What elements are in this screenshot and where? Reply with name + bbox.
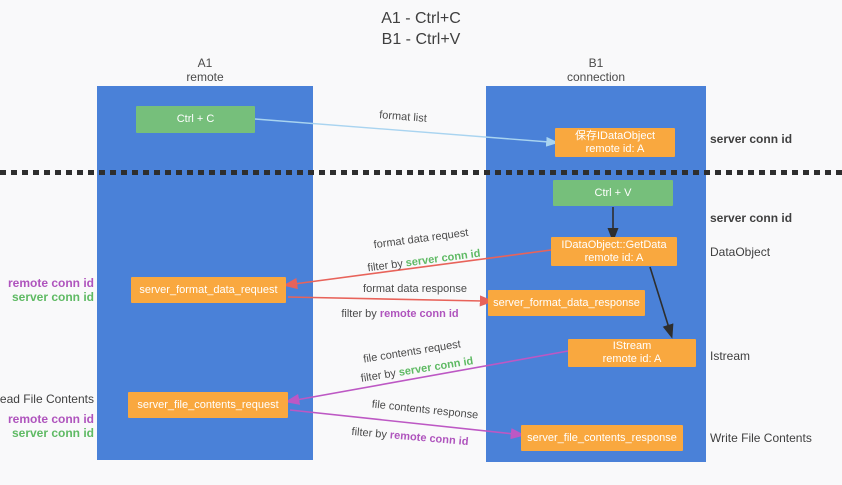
filter-by-text: filter by xyxy=(359,367,397,385)
arrow-format-data-response xyxy=(287,295,495,307)
lane-header-b1: B1 connection xyxy=(486,56,706,84)
node-server-format-data-request: server_format_data_request xyxy=(131,277,286,303)
node-idataobject-getdata: IDataObject::GetData remote id: A xyxy=(551,237,677,266)
filter-by-text: filter by xyxy=(341,308,377,320)
node-idataobject-getdata-line1: IDataObject::GetData xyxy=(561,238,667,251)
session-divider-dotted-line xyxy=(0,170,842,175)
title-line-2: B1 - Ctrl+V xyxy=(381,31,461,48)
title-line-1: A1 - Ctrl+C xyxy=(381,10,461,27)
server-conn-id-text: server conn id xyxy=(11,290,94,304)
node-server-file-contents-request-label: server_file_contents_request xyxy=(137,398,279,411)
node-istream-line1: IStream xyxy=(612,340,652,352)
node-istream-line2: remote id: A xyxy=(602,353,662,365)
lane-b1-name: B1 xyxy=(588,56,604,70)
remote-conn-id-text: remote conn id xyxy=(379,308,459,320)
node-save-idataobject: 保存IDataObject remote id: A xyxy=(555,128,675,157)
node-server-format-data-response-label: server_format_data_response xyxy=(493,296,640,309)
label-conn-ids-format: remote conn id server conn id xyxy=(8,276,94,304)
edge-label-file-contents-response: file contents response xyxy=(371,398,479,422)
node-ctrl-c-label: Ctrl + C xyxy=(176,113,215,125)
node-server-file-contents-request: server_file_contents_request xyxy=(128,392,288,418)
lane-b1-subtitle: connection xyxy=(566,70,626,84)
label-server-conn-id-top: server conn id xyxy=(710,132,793,146)
remote-conn-id-text: remote conn id xyxy=(7,276,94,290)
label-write-file-contents: Write File Contents xyxy=(710,431,812,445)
lane-a1-name: A1 xyxy=(197,56,213,70)
edge-label-format-data-request: format data request xyxy=(372,226,470,252)
node-istream: IStream remote id: A xyxy=(568,339,696,367)
filter-by-text: filter by xyxy=(366,257,404,275)
server-conn-id-text: server conn id xyxy=(405,247,482,270)
lane-a1-subtitle: remote xyxy=(186,70,224,84)
lane-header-a1: A1 remote xyxy=(97,56,313,84)
diagram-title: A1 - Ctrl+C B1 - Ctrl+V xyxy=(0,8,842,50)
server-conn-id-text: server conn id xyxy=(397,355,475,379)
node-server-format-data-response: server_format_data_response xyxy=(488,290,645,316)
label-read-file-contents: Read File Contents xyxy=(0,392,94,406)
node-ctrl-c: Ctrl + C xyxy=(136,106,255,133)
filter-by-text: filter by xyxy=(351,425,388,441)
node-ctrl-v: Ctrl + V xyxy=(553,180,673,206)
node-idataobject-getdata-line2: remote id: A xyxy=(584,251,644,264)
label-dataobject: DataObject xyxy=(710,245,771,259)
server-conn-id-text: server conn id xyxy=(11,426,94,440)
node-server-format-data-request-label: server_format_data_request xyxy=(139,283,278,296)
remote-conn-id-text: remote conn id xyxy=(7,412,94,426)
node-ctrl-v-label: Ctrl + V xyxy=(594,186,632,199)
node-save-idataobject-line2: remote id: A xyxy=(585,142,645,155)
node-save-idataobject-line1: 保存IDataObject xyxy=(574,129,656,142)
node-server-file-contents-response: server_file_contents_response xyxy=(521,425,683,451)
edge-label-filter-by-server-1: filter byserver conn id xyxy=(367,248,481,275)
remote-conn-id-text: remote conn id xyxy=(389,429,469,449)
label-server-conn-id-mid: server conn id xyxy=(710,211,793,225)
edge-label-format-list: format list xyxy=(378,109,428,125)
label-istream: Istream xyxy=(710,349,751,363)
label-conn-ids-file: remote conn id server conn id xyxy=(8,412,94,440)
node-server-file-contents-response-label: server_file_contents_response xyxy=(527,431,677,444)
edge-label-format-data-response: format data response xyxy=(363,283,467,295)
